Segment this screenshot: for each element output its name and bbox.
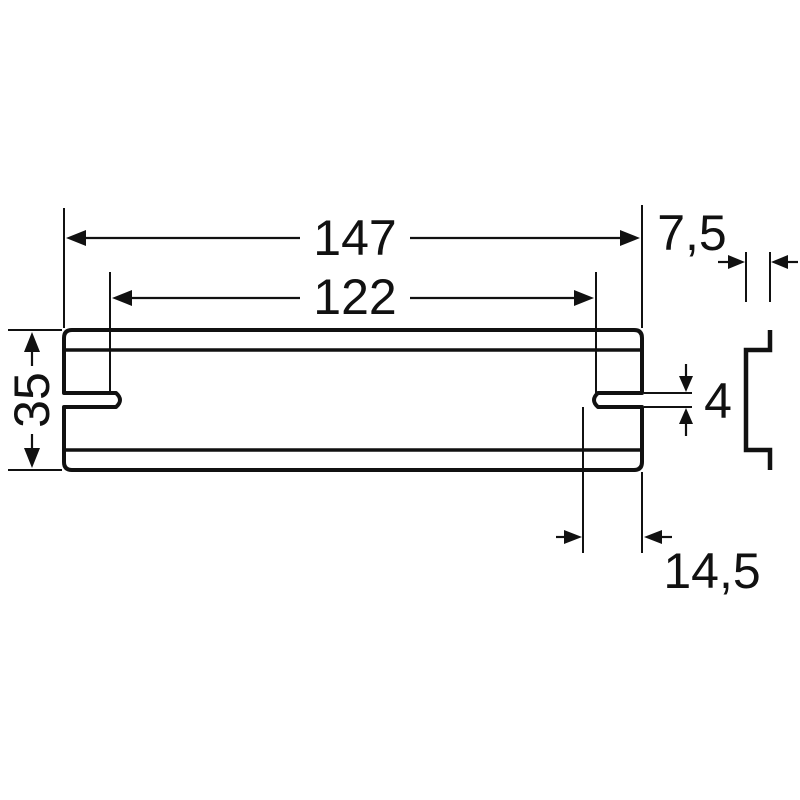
dim-label-122: 122 (313, 269, 396, 325)
dim-label-7-5: 7,5 (657, 205, 727, 261)
dimension-height: 35 (4, 332, 60, 468)
arrow-14-5-left (564, 530, 582, 544)
dim-label-4: 4 (704, 373, 732, 429)
rail-outline (62, 328, 644, 472)
dimension-slot-end-offset: 14,5 (556, 530, 761, 599)
dimension-slot-width: 4 (679, 364, 732, 436)
dimension-overall-length: 147 (66, 210, 640, 266)
arrow-147-left (66, 230, 86, 246)
arrow-4-top (679, 376, 693, 392)
arrow-14-5-right (644, 530, 662, 544)
dim-label-147: 147 (313, 210, 396, 266)
arrow-4-bottom (679, 408, 693, 424)
dimension-slot-spacing: 122 (112, 269, 594, 325)
arrow-35-top (24, 332, 40, 352)
dim-label-35: 35 (4, 372, 60, 428)
arrow-7-5-right (771, 255, 788, 269)
arrow-122-right (574, 290, 594, 306)
arrow-147-right (620, 230, 640, 246)
dim-label-14-5: 14,5 (663, 543, 760, 599)
arrow-7-5-left (728, 255, 745, 269)
rail-cross-section-profile (743, 330, 773, 470)
dimension-profile-depth: 7,5 (657, 205, 798, 302)
arrow-122-left (112, 290, 132, 306)
arrow-35-bottom (24, 448, 40, 468)
